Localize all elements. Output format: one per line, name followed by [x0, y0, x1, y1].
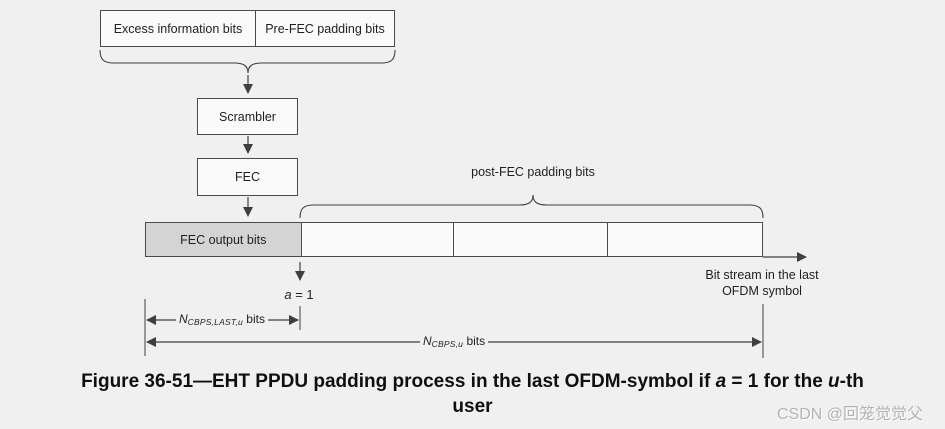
ncbps-symbol: N	[423, 334, 432, 348]
padding-segment-3	[606, 223, 763, 256]
bitstream-label: Bit stream in the last OFDM symbol	[662, 267, 862, 299]
post-fec-padding-label: post-FEC padding bits	[471, 165, 595, 179]
a-value: = 1	[291, 287, 314, 302]
ncbps-subscript: CBPS,u	[431, 339, 464, 349]
ncbps-unit: bits	[463, 334, 486, 348]
csdn-watermark: CSDN @回笼觉觉父	[776, 406, 923, 423]
a-variable: a	[284, 287, 292, 302]
caption-segment2: = 1 for the	[726, 371, 829, 392]
fec-box: FEC	[197, 158, 298, 196]
bitstream-label-line2: OFDM symbol	[722, 284, 802, 298]
ncbps-last-symbol: N	[179, 312, 188, 326]
input-bits-box: Excess information bits Pre-FEC padding …	[100, 10, 395, 47]
caption-line2: user	[452, 396, 493, 417]
ncbps-label: NCBPS,u bits	[420, 334, 489, 349]
caption-line1: Figure 36-51—EHT PPDU padding process in…	[0, 369, 945, 394]
caption-a-variable: a	[715, 371, 727, 392]
caption-segment3: -th	[839, 371, 864, 392]
padding-segment-1	[300, 223, 454, 256]
a-equals-1-label: a = 1	[259, 287, 339, 302]
ncbps-last-subscript: CBPS,LAST,u	[187, 317, 243, 327]
caption-u-variable: u	[828, 371, 840, 392]
pre-fec-padding-bits-box: Pre-FEC padding bits	[254, 11, 394, 46]
brace-input-bits	[99, 49, 396, 74]
caption-segment1: Figure 36-51—EHT PPDU padding process in…	[81, 371, 716, 392]
ncbps-last-unit: bits	[242, 312, 265, 326]
excess-information-bits-box: Excess information bits	[113, 21, 243, 36]
padding-segment-2	[453, 223, 607, 256]
fec-output-bits-segment: FEC output bits	[146, 223, 301, 256]
figure-caption: Figure 36-51—EHT PPDU padding process in…	[0, 369, 945, 419]
ncbps-last-label: NCBPS,LAST,u bits	[176, 312, 268, 327]
brace-post-fec-padding	[299, 194, 764, 219]
bitstream-label-line1: Bit stream in the last	[705, 268, 819, 282]
scrambler-box: Scrambler	[197, 98, 298, 135]
bitstream-bar: FEC output bits	[145, 222, 763, 257]
